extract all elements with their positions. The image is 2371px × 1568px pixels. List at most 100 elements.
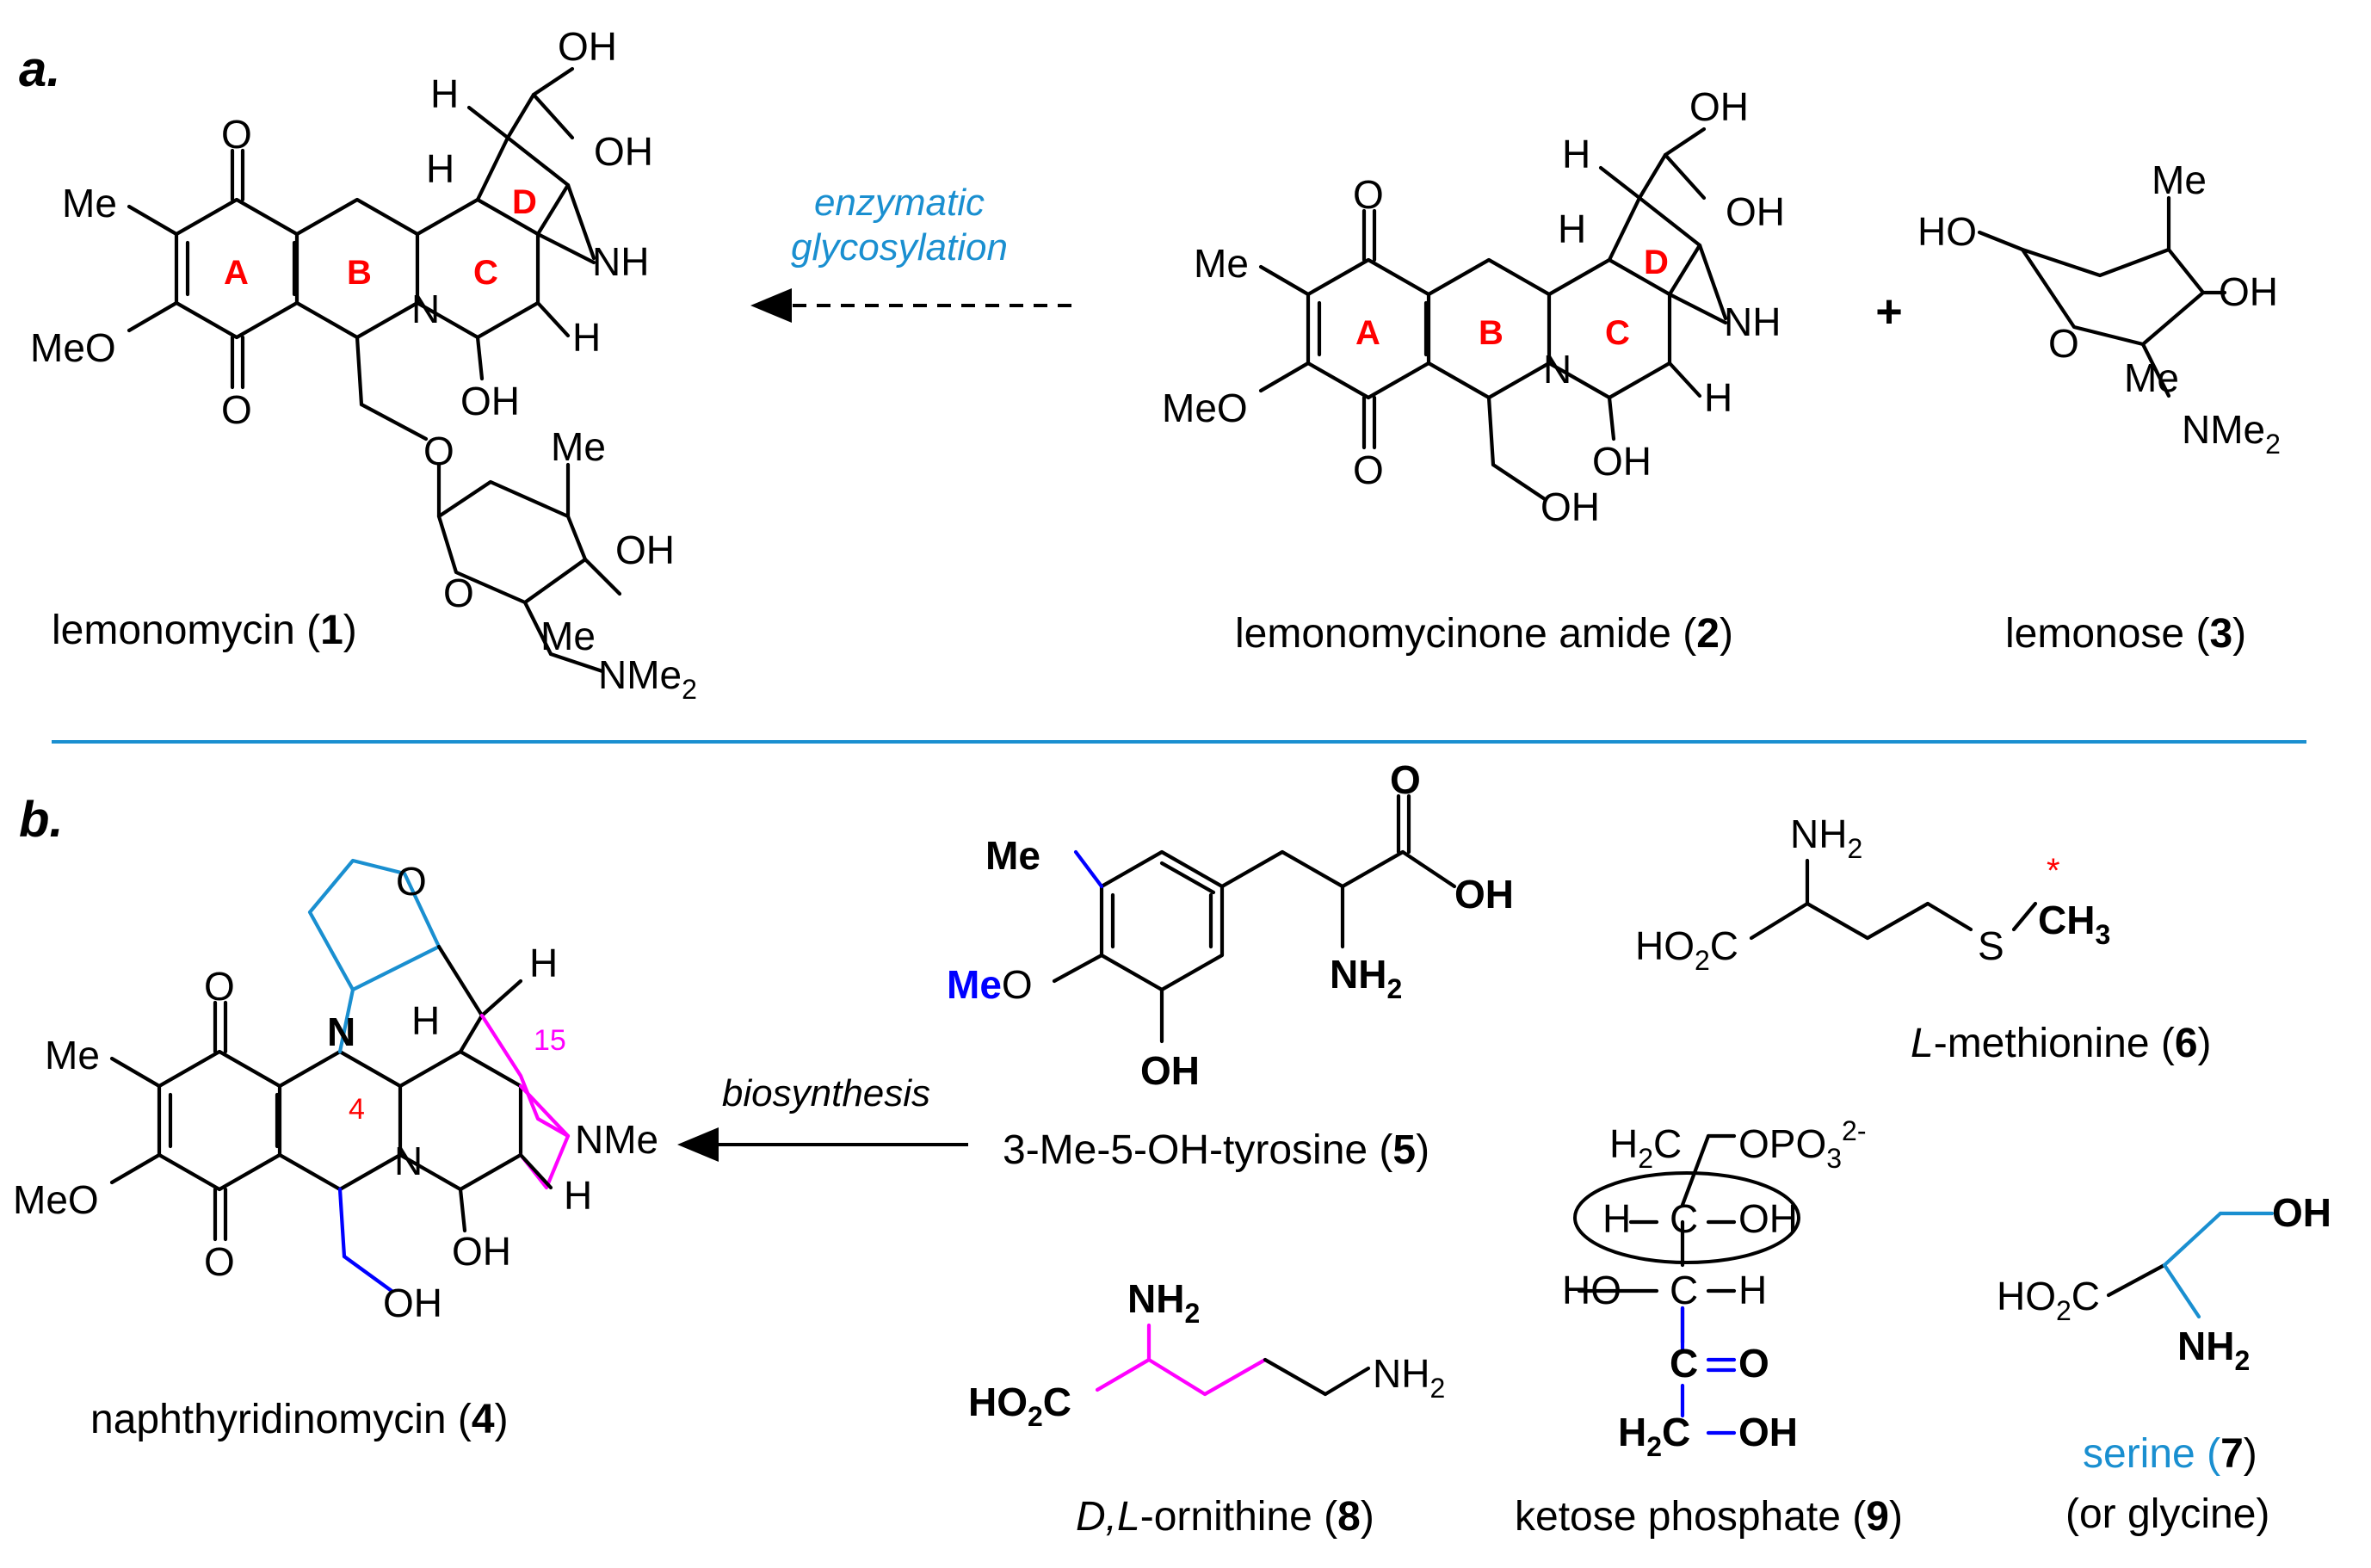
atom-label: NH	[1724, 299, 1781, 344]
structure-3-me-5-oh-tyrosine	[1052, 793, 1457, 1044]
arrow-label-biosynthesis: biosynthesis	[722, 1072, 930, 1114]
atom-label: OH	[1541, 485, 1600, 529]
arrow-label-enzymatic: enzymatic	[814, 182, 985, 224]
structure-ketose-phosphate	[1573, 1133, 1800, 1435]
atom-label-oh-blue: OH	[1140, 1048, 1200, 1093]
atom-label: OH	[1726, 189, 1785, 234]
atom-label: OH	[558, 24, 617, 69]
atom-label: H	[1558, 207, 1586, 251]
atom-label: OH	[615, 528, 675, 572]
atom-label: MeO	[1162, 386, 1248, 430]
atom-label: H	[529, 941, 558, 985]
atom-label: Me	[62, 181, 117, 225]
atom-label-oh-blue: OH	[2272, 1190, 2331, 1235]
atom-label: NH	[592, 239, 649, 284]
atom-label: NH2	[1373, 1351, 1445, 1404]
atom-label: O	[204, 964, 235, 1009]
structure-naphthyridinomycin	[109, 858, 571, 1293]
atom-label-ho2c-magenta: HO2C	[968, 1380, 1071, 1432]
atom-label: Me	[540, 614, 596, 658]
atom-label-o-blue: O	[396, 859, 427, 904]
atom-label: O	[1353, 172, 1384, 217]
atom-label: Me	[45, 1033, 100, 1077]
ring-label-c: C	[1605, 314, 1630, 352]
panel-label-b: b.	[19, 792, 64, 848]
atom-label-keto-c: C	[1670, 1341, 1698, 1386]
atom-label: H	[426, 146, 454, 191]
atom-label: O	[204, 1239, 235, 1284]
caption-compound-7: serine (7)	[2083, 1431, 2257, 1477]
atom-label: OH	[2219, 269, 2278, 314]
atom-label: OPO32-	[1738, 1115, 1867, 1174]
arrow-label-glycosylation: glycosylation	[791, 226, 1008, 269]
ring-label-a: A	[224, 254, 249, 292]
caption-compound-1: lemonomycin (1)	[52, 608, 357, 653]
ring-label-c: C	[473, 254, 498, 292]
atom-label: NH2	[1330, 952, 1402, 1004]
atom-label: H	[1704, 375, 1732, 420]
atom-label: N	[394, 1139, 423, 1183]
atom-label-me-blue: Me	[985, 833, 1040, 878]
atom-label: Me	[551, 424, 606, 469]
structure-serine	[2106, 1211, 2275, 1319]
atom-label-nme: NMe	[575, 1117, 658, 1162]
atom-label-nh2-blue: NH2	[2177, 1324, 2250, 1376]
atom-label: NMe2	[2182, 407, 2281, 460]
atom-label: HO	[1562, 1268, 1621, 1312]
ring-label-b: B	[347, 254, 372, 292]
atom-label: NH2	[1790, 812, 1862, 864]
ring-label-d: D	[512, 183, 537, 221]
caption-compound-9: ketose phosphate (9)	[1515, 1494, 1903, 1540]
atom-label: H	[1602, 1196, 1631, 1241]
atom-label: H	[564, 1173, 592, 1218]
plus-sign: +	[1875, 286, 1903, 337]
caption-compound-7-note: (or glycine)	[2065, 1491, 2269, 1537]
atom-label: Me	[1194, 241, 1249, 286]
caption-compound-6: L-methionine (6)	[1911, 1021, 2212, 1066]
atom-label: Me	[2124, 355, 2179, 400]
atom-label: OH	[1454, 872, 1514, 917]
atom-label: OH	[1592, 439, 1652, 484]
atom-label: O	[1390, 757, 1421, 802]
atom-label-n-blue: N	[327, 1009, 355, 1054]
atom-label: H2C	[1609, 1121, 1682, 1174]
atom-label-h2c-blue: H2C	[1618, 1410, 1690, 1462]
ring-label-b: B	[1479, 314, 1503, 352]
atom-label: N	[411, 287, 440, 331]
atom-label: O	[1353, 448, 1384, 492]
caption-compound-2: lemonomycinone amide (2)	[1235, 611, 1733, 657]
structure-l-methionine	[1749, 858, 2038, 941]
atom-label: O	[2048, 321, 2079, 366]
caption-compound-4: naphthyridinomycin (4)	[90, 1397, 509, 1442]
panel-label-a: a.	[19, 41, 60, 97]
structure-lemonomycinone-amide	[1258, 127, 1728, 502]
structure-dl-ornithine	[1095, 1323, 1371, 1397]
atom-label: O	[423, 429, 454, 473]
atom-label-keto-o: O	[1738, 1341, 1769, 1386]
locant-15: 15	[534, 1024, 566, 1057]
ring-label-a: A	[1355, 314, 1380, 352]
atom-label: OH	[452, 1229, 511, 1274]
atom-label: OH	[594, 129, 653, 174]
atom-label-ch3-red: CH3	[2038, 898, 2110, 950]
label-star: *	[2047, 852, 2060, 890]
atom-label: OH	[1738, 1196, 1798, 1241]
atom-label: OH	[1689, 84, 1749, 129]
atom-label: O	[221, 387, 252, 432]
atom-label: H	[1562, 132, 1590, 176]
atom-label: N	[1543, 347, 1571, 392]
atom-label-nh2-magenta: NH2	[1127, 1276, 1200, 1329]
atom-label: O	[443, 571, 474, 615]
atom-label: MeO	[30, 325, 116, 370]
atom-label: H	[430, 71, 459, 116]
atom-label: H	[1738, 1268, 1767, 1312]
atom-label: H	[411, 998, 440, 1043]
ring-label-d: D	[1644, 244, 1669, 281]
atom-label: Me	[2152, 157, 2207, 202]
atom-label: OH	[460, 379, 520, 423]
atom-label: HO2C	[1997, 1274, 2100, 1326]
atom-label: HO2C	[1635, 923, 1738, 976]
atom-label-meo-blue: MeO	[947, 962, 1033, 1007]
atom-label: NMe2	[598, 652, 697, 705]
